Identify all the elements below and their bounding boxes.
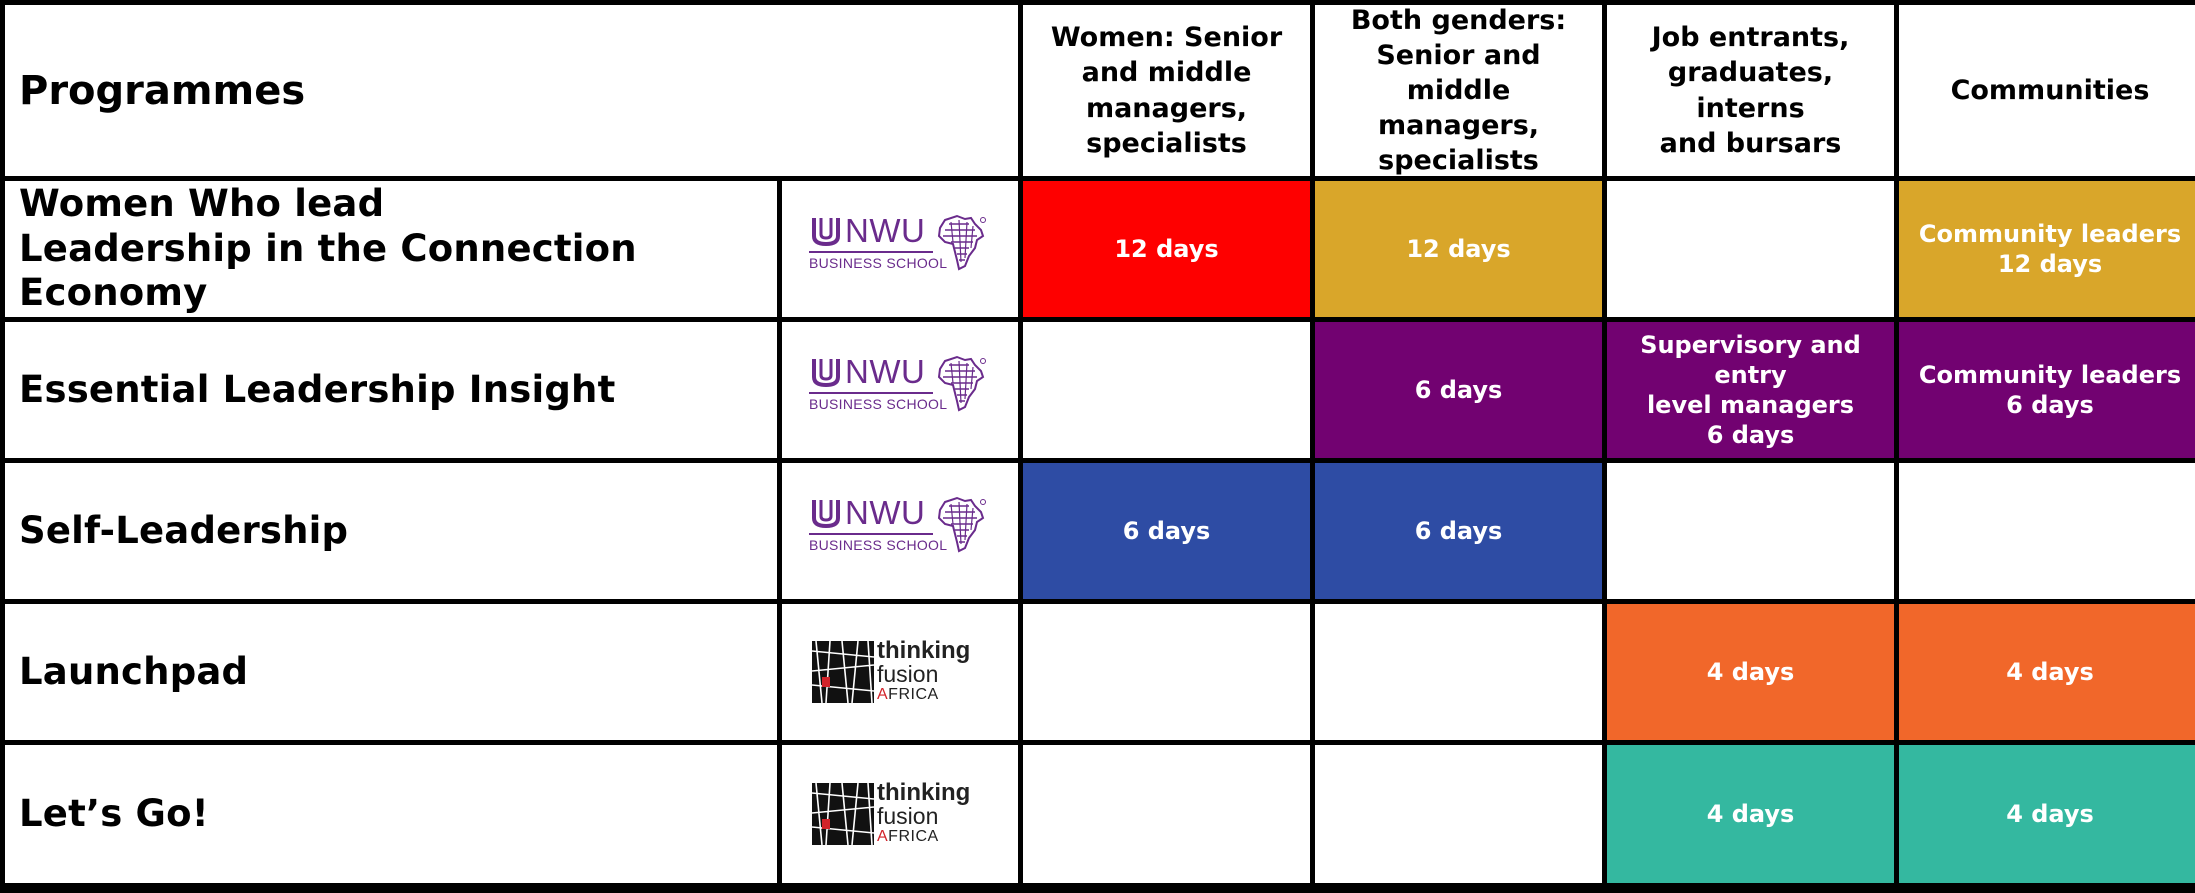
programmes-header: Programmes	[5, 5, 1018, 176]
value-cell: 6 days	[1315, 463, 1602, 599]
logo-rule	[809, 533, 933, 535]
value-cell: 4 days	[1607, 604, 1894, 740]
nwu-subtitle: BUSINESS SCHOOL	[809, 537, 948, 553]
logo-word-fusion: fusion	[877, 803, 939, 829]
nwu-subtitle: BUSINESS SCHOOL	[809, 255, 948, 271]
africa-map-icon	[937, 214, 986, 271]
column-header-both-genders: Both genders: Senior and middle managers…	[1315, 5, 1602, 176]
nwu-business-school-logo: NWU BUSINESS SCHOOL	[809, 353, 991, 425]
logo-word-fusion: fusion	[877, 661, 939, 687]
value-cell: 12 days	[1023, 181, 1310, 317]
value-cell-empty	[1023, 604, 1310, 740]
programme-essential-leadership-insight: Essential Leadership Insight	[5, 322, 777, 458]
logo-rule	[809, 392, 933, 394]
column-header-communities: Communities	[1899, 5, 2195, 176]
value-cell: 12 days	[1315, 181, 1602, 317]
africa-map-icon	[937, 355, 986, 412]
nwu-wordmark: NWU	[845, 353, 926, 390]
provider-logo-cell: thinking fusion AFRICA	[782, 745, 1018, 883]
programme-lets-go: Let’s Go!	[5, 745, 777, 883]
column-header-women-senior: Women: Senior and middle managers, speci…	[1023, 5, 1310, 176]
thinking-fusion-africa-logo: thinking fusion AFRICA	[812, 637, 988, 705]
value-cell: 4 days	[1899, 604, 2195, 740]
value-cell-empty	[1315, 604, 1602, 740]
value-cell-empty	[1607, 181, 1894, 317]
thinking-fusion-mark-icon	[812, 783, 874, 845]
thinking-fusion-mark-icon	[812, 641, 874, 703]
logo-word-africa: AFRICA	[877, 828, 939, 845]
nwu-business-school-logo: NWU BUSINESS SCHOOL	[809, 212, 991, 284]
provider-logo-cell: NWU BUSINESS SCHOOL	[782, 463, 1018, 599]
africa-map-icon	[937, 496, 986, 553]
programme-self-leadership: Self-Leadership	[5, 463, 777, 599]
logo-word-thinking: thinking	[877, 637, 971, 664]
value-cell: Community leaders 12 days	[1899, 181, 2195, 317]
value-cell-empty	[1023, 322, 1310, 458]
logo-rule	[809, 251, 933, 253]
value-cell-empty	[1315, 745, 1602, 883]
nwu-subtitle: BUSINESS SCHOOL	[809, 396, 948, 412]
value-cell-empty	[1899, 463, 2195, 599]
value-cell-empty	[1023, 745, 1310, 883]
programme-women-who-lead: Women Who lead Leadership in the Connect…	[5, 181, 777, 317]
provider-logo-cell: NWU BUSINESS SCHOOL	[782, 181, 1018, 317]
nwu-wordmark: NWU	[845, 212, 926, 249]
nwu-emblem-icon	[812, 218, 840, 246]
value-cell: Community leaders 6 days	[1899, 322, 2195, 458]
provider-logo-cell: thinking fusion AFRICA	[782, 604, 1018, 740]
nwu-emblem-icon	[812, 359, 840, 387]
provider-logo-cell: NWU BUSINESS SCHOOL	[782, 322, 1018, 458]
nwu-emblem-icon	[812, 500, 840, 528]
nwu-wordmark: NWU	[845, 494, 926, 531]
logo-word-thinking: thinking	[877, 779, 971, 806]
value-cell: Supervisory and entry level managers 6 d…	[1607, 322, 1894, 458]
value-cell: 4 days	[1899, 745, 2195, 883]
column-header-job-entrants: Job entrants, graduates, interns and bur…	[1607, 5, 1894, 176]
nwu-business-school-logo: NWU BUSINESS SCHOOL	[809, 494, 991, 566]
value-cell-empty	[1607, 463, 1894, 599]
thinking-fusion-africa-logo: thinking fusion AFRICA	[812, 779, 988, 847]
value-cell: 6 days	[1315, 322, 1602, 458]
logo-word-africa: AFRICA	[877, 686, 939, 703]
value-cell: 6 days	[1023, 463, 1310, 599]
value-cell: 4 days	[1607, 745, 1894, 883]
programme-launchpad: Launchpad	[5, 604, 777, 740]
